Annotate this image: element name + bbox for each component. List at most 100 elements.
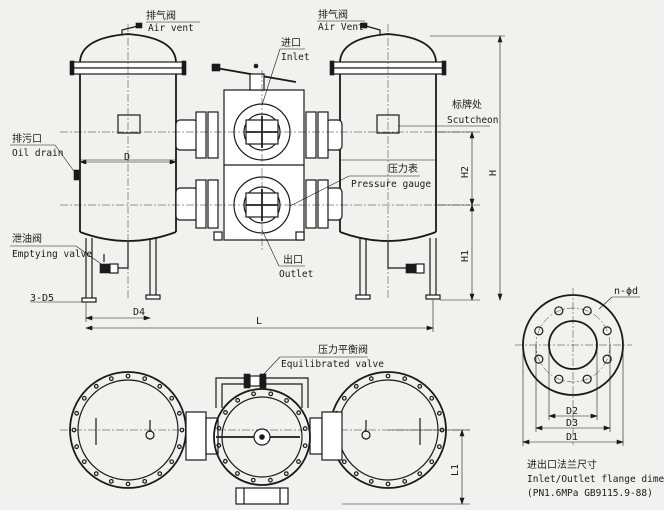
equilibrated-valve-pipe — [215, 373, 309, 408]
label-inlet-en: Inlet — [281, 52, 310, 63]
bolt-hole — [93, 383, 99, 389]
bolt-hole — [385, 481, 391, 487]
bolt-hole — [108, 478, 114, 484]
label-scutcheon-cn: 标牌处 — [452, 98, 482, 111]
label-equilibrated-valve-cn: 压力平衡阀 — [318, 343, 368, 356]
front-elevation: 排气阀 Air vent 进口 Inlet 排气阀 Air Vent 标牌处 S… — [10, 8, 505, 332]
top-view: 压力平衡阀 Equilibrated valve L1 — [60, 343, 470, 505]
left-oil-drain-icon — [73, 169, 80, 181]
bolt-hole — [108, 376, 114, 382]
bolt-hole — [436, 410, 442, 416]
label-emptying-valve-cn: 泄油阀 — [12, 232, 42, 245]
dim-h1: H1 — [460, 250, 471, 262]
bolt-hole — [385, 373, 391, 379]
bolt-hole — [296, 459, 301, 464]
top-left-vessel — [69, 371, 187, 489]
bolt-hole — [436, 444, 442, 450]
bolt-hole — [353, 383, 359, 389]
bolt-hole — [93, 471, 99, 477]
front-dimensions: D H H2 H1 3-D5 D4 L — [30, 35, 505, 332]
bolt-hole — [71, 427, 77, 433]
bolt-hole — [417, 383, 423, 389]
bolt-hole — [169, 459, 175, 465]
label-outlet-cn: 出口 — [283, 253, 303, 266]
top-center-valve — [185, 388, 343, 505]
dim-d3: D3 — [566, 418, 578, 429]
bolt-hole — [176, 410, 182, 416]
bolt-hole — [602, 326, 612, 336]
bolt-hole — [81, 459, 87, 465]
dim-d2: D2 — [566, 406, 578, 417]
bolt-hole — [235, 397, 241, 403]
label-emptying-valve-en: Emptying valve — [12, 249, 92, 260]
label-oil-drain-en: Oil drain — [12, 148, 63, 159]
label-flange-title-cn: 进出口法兰尺寸 — [527, 458, 597, 471]
front-annotations: 排气阀 Air vent 进口 Inlet 排气阀 Air Vent 标牌处 S… — [10, 8, 498, 280]
bolt-hole — [251, 391, 256, 397]
label-air-vent-right-en: Air Vent — [318, 22, 364, 33]
right-emptying-valve-icon — [387, 242, 408, 269]
label-pressure-gauge-en: Pressure gauge — [351, 179, 431, 190]
bolt-hole — [125, 373, 131, 379]
bolt-hole — [402, 376, 408, 382]
bolt-hole — [429, 459, 435, 465]
label-air-vent-left-cn: 排气阀 — [146, 9, 176, 22]
label-outlet-en: Outlet — [279, 269, 313, 280]
bolt-hole — [235, 471, 240, 476]
bolt-hole — [81, 395, 87, 401]
label-oil-drain-cn: 排污口 — [12, 132, 42, 145]
bolt-hole — [296, 410, 302, 416]
bolt-hole — [417, 471, 423, 477]
left-air-vent-icon — [121, 25, 139, 35]
bolt-hole — [157, 471, 163, 477]
dim-h2: H2 — [460, 166, 471, 178]
bolt-hole — [534, 354, 544, 364]
bolt-hole — [157, 383, 163, 389]
bolt-hole — [302, 426, 308, 431]
label-flange-standard: (PN1.6MPa GB9115.9-88) — [527, 488, 653, 499]
bolt-hole — [142, 478, 148, 484]
bolt-hole — [216, 425, 222, 431]
label-inlet-cn: 进口 — [281, 37, 301, 49]
dim-l1: L1 — [450, 464, 461, 476]
equilibrated-valve-icon — [243, 373, 251, 389]
bolt-hole — [268, 477, 273, 483]
bolt-hole — [74, 444, 80, 450]
dim-d: D — [124, 152, 130, 163]
bolt-hole — [74, 410, 80, 416]
label-scutcheon-en: Scutcheon — [447, 115, 498, 126]
label-equilibrated-valve-en: Equilibrated valve — [281, 359, 384, 370]
dim-n-phi-d: n-ϕd — [614, 286, 638, 297]
bolt-hole — [179, 427, 185, 433]
bolt-hole — [353, 471, 359, 477]
bolt-hole — [582, 306, 592, 316]
dim-3-d5: 3-D5 — [30, 293, 54, 304]
right-vessel — [329, 22, 447, 300]
label-pressure-gauge-cn: 压力表 — [388, 162, 418, 175]
dim-d1: D1 — [566, 432, 578, 443]
bolt-hole — [283, 471, 289, 477]
dim-h: H — [488, 170, 499, 176]
flange-detail: D2 D3 D1 n-ϕd 进出口法兰尺寸 Inlet/Outlet flang… — [515, 286, 664, 499]
bolt-hole — [268, 391, 274, 397]
center-valve-body — [60, 63, 470, 250]
bolt-hole — [302, 443, 308, 449]
bolt-hole — [341, 395, 347, 401]
bolt-hole — [534, 326, 544, 336]
bolt-hole — [368, 478, 374, 484]
bolt-hole — [216, 443, 222, 448]
bolt-hole — [250, 477, 256, 483]
dim-l: L — [256, 316, 262, 327]
bolt-hole — [169, 395, 175, 401]
bolt-hole — [222, 458, 228, 464]
bolt-hole — [223, 410, 228, 415]
bolt-hole — [284, 398, 289, 403]
label-air-vent-left-en: Air vent — [148, 23, 194, 34]
bolt-hole — [582, 374, 592, 384]
bolt-hole — [429, 395, 435, 401]
bolt-hole — [554, 374, 564, 384]
bolt-hole — [402, 478, 408, 484]
label-flange-title-en: Inlet/Outlet flange dimension — [527, 474, 664, 485]
bolt-hole — [341, 459, 347, 465]
bolt-hole — [142, 376, 148, 382]
